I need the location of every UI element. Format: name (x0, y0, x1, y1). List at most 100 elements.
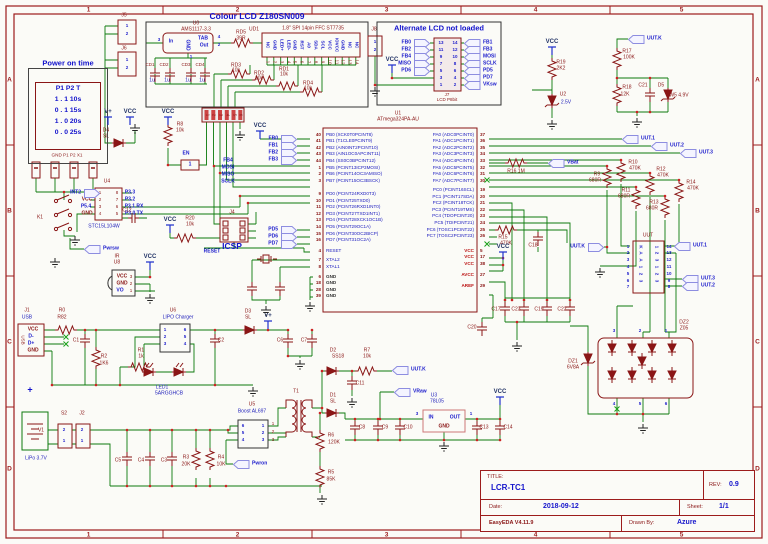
component-d2[interactable] (325, 366, 339, 376)
component-r2[interactable] (90, 347, 102, 369)
component-r12[interactable] (644, 173, 656, 195)
component-c22[interactable] (565, 302, 575, 316)
component-c18[interactable] (533, 232, 543, 246)
component-dz2-diode-8[interactable] (667, 367, 677, 383)
uut-label-left: A (638, 251, 644, 255)
ir-receiver-u8[interactable] (111, 269, 136, 297)
component-rd1[interactable] (276, 80, 298, 92)
chip-u4[interactable] (94, 187, 123, 221)
component-r9[interactable] (601, 166, 613, 188)
component-c16[interactable] (247, 282, 257, 296)
component-dz2-diode-7[interactable] (647, 367, 657, 383)
component-r3[interactable] (190, 448, 202, 470)
switch-k1[interactable] (56, 194, 70, 229)
component-dz2-diode-2[interactable] (627, 340, 637, 356)
lcd-module-pin-number: 11 (333, 59, 339, 64)
component-u2[interactable] (544, 94, 560, 108)
component-r17[interactable] (611, 48, 623, 70)
component-r18[interactable] (611, 84, 623, 106)
component-r8[interactable] (162, 124, 174, 146)
component-rd4[interactable] (300, 86, 322, 98)
component-c4[interactable] (145, 452, 155, 466)
charger-u6[interactable] (159, 323, 191, 353)
connector-j5[interactable] (117, 19, 137, 45)
component-r6[interactable] (314, 430, 326, 452)
component-cd3[interactable] (186, 68, 196, 82)
component-dz2-diode-1[interactable] (607, 340, 617, 356)
lcd-module-ud1[interactable] (261, 32, 361, 58)
component-rd3[interactable] (228, 68, 250, 80)
component-c8[interactable] (350, 421, 360, 435)
component-c20[interactable] (477, 322, 487, 336)
component-d4[interactable] (112, 138, 126, 148)
component-c7[interactable] (307, 334, 317, 348)
regulator-u3[interactable] (422, 409, 466, 433)
component-r19[interactable] (546, 58, 558, 80)
component-c21[interactable] (645, 88, 655, 102)
connector-j6[interactable] (117, 51, 137, 77)
component-r0[interactable] (55, 324, 77, 336)
component-dz2-diode-4[interactable] (667, 340, 677, 356)
component-c14[interactable] (495, 421, 505, 435)
wire-junction (148, 275, 152, 279)
usb-connector-j1[interactable] (17, 323, 45, 357)
component-rd5[interactable] (231, 37, 253, 49)
component-r5[interactable] (314, 466, 326, 488)
connector-j8[interactable] (367, 35, 383, 57)
component-cd1[interactable] (150, 68, 160, 82)
component-led1-a[interactable] (142, 362, 156, 377)
power-symbol-vcc-1: VCC (123, 109, 137, 115)
switch-s2[interactable] (57, 423, 73, 449)
component-dz2-diode-6[interactable] (627, 367, 637, 383)
component-dz2-diode-5[interactable] (607, 367, 617, 383)
regulator-u0[interactable] (162, 32, 214, 54)
component-dz2-diode-9[interactable] (637, 353, 647, 369)
component-r4[interactable] (204, 448, 216, 470)
component-c17[interactable] (500, 302, 510, 316)
mcu-u1-box[interactable] (322, 127, 478, 313)
component-cd2[interactable] (165, 68, 175, 82)
component-r7[interactable] (355, 365, 377, 377)
component-c10[interactable] (395, 421, 405, 435)
connector-j4-icsp[interactable] (219, 217, 249, 243)
component-d3[interactable] (243, 325, 257, 335)
component-r16[interactable] (505, 157, 527, 169)
diode-array-dz2-box[interactable] (597, 337, 694, 399)
power-jumper-pads[interactable] (31, 161, 98, 179)
component-c15[interactable] (275, 282, 285, 296)
component-d5[interactable] (660, 88, 676, 102)
component-rd2[interactable] (252, 74, 274, 86)
component-c12[interactable] (128, 213, 139, 223)
component-c2[interactable] (210, 334, 220, 348)
uut-socket-box[interactable] (632, 240, 665, 294)
component-c23[interactable] (519, 302, 529, 316)
alt-connector-j7[interactable] (433, 37, 462, 92)
component-dz1[interactable] (580, 352, 596, 366)
component-c9[interactable] (373, 421, 383, 435)
component-r10[interactable] (615, 160, 627, 182)
component-y1-crystal[interactable] (257, 254, 277, 264)
battery-v1[interactable] (21, 411, 49, 451)
component-led1-b[interactable] (172, 362, 186, 377)
component-cd4[interactable] (200, 68, 210, 82)
component-c1[interactable] (80, 334, 90, 348)
j7-pin-left: 5 (439, 67, 443, 73)
component-r15[interactable] (495, 224, 517, 236)
component-d1[interactable] (325, 408, 339, 418)
boost-u5[interactable] (237, 419, 269, 449)
component-r13[interactable] (659, 196, 671, 218)
component-c19[interactable] (542, 302, 552, 316)
component-c13[interactable] (472, 421, 482, 435)
component-c5[interactable] (122, 452, 132, 466)
component-c3[interactable] (167, 452, 177, 466)
component-c11[interactable] (347, 376, 357, 390)
transformer-t1[interactable] (285, 399, 313, 437)
component-r11[interactable] (630, 187, 642, 209)
component-r20[interactable] (174, 232, 196, 244)
mcu-pin-label: PD2 (PCINT26RXD1INT0) (326, 204, 381, 210)
component-dz2-diode-3[interactable] (647, 340, 657, 356)
connector-j2[interactable] (75, 423, 91, 449)
component-c6[interactable] (283, 334, 293, 348)
component-r14[interactable] (673, 180, 685, 202)
